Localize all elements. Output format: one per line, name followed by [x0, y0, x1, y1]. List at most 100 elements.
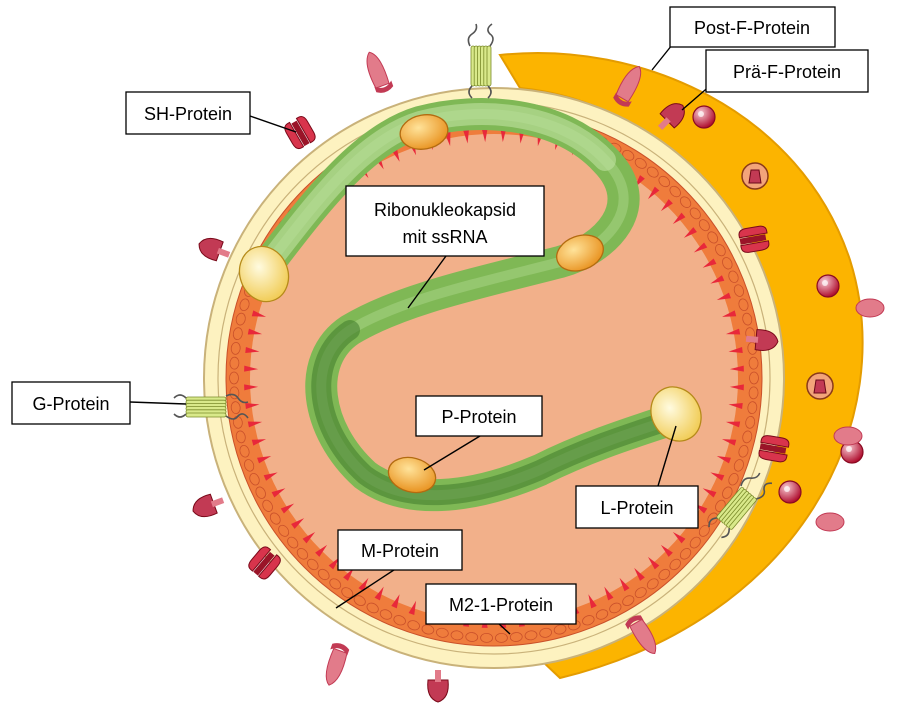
m-protein [745, 415, 756, 429]
m-protein [689, 536, 701, 549]
m-protein [679, 548, 692, 560]
post-f-body [615, 65, 642, 103]
m21-box [425, 583, 577, 625]
m-protein [239, 298, 250, 312]
m-leader [335, 565, 401, 609]
receptor-bead [692, 105, 716, 129]
m2-1-protein [725, 421, 741, 428]
m2-1-protein [358, 577, 369, 592]
g-protein-left [173, 393, 249, 420]
m2-1-protein [702, 258, 717, 268]
m-protein [738, 444, 749, 458]
p-label: P-Protein [441, 407, 516, 427]
sh-protein-core [739, 234, 767, 245]
m2-1-protein [660, 199, 673, 212]
post-f-body [629, 618, 657, 655]
m-protein [287, 536, 299, 549]
m2-1-protein [710, 275, 725, 284]
g-protein-tail [740, 472, 761, 487]
m-protein [230, 401, 241, 415]
m-protein [229, 371, 239, 385]
m-protein [679, 196, 692, 208]
m-protein [748, 386, 759, 400]
sh-leader [249, 115, 297, 133]
sh-protein-core [759, 443, 787, 454]
m2-1-protein [721, 310, 737, 317]
sh-protein-lobe [740, 240, 770, 253]
m-protein [742, 312, 753, 326]
post-f-box [669, 6, 836, 48]
prae-f-head [427, 679, 449, 703]
l-box [575, 485, 699, 529]
m-protein [407, 620, 420, 631]
m2-1-protein [374, 586, 384, 601]
post-f-body [366, 51, 390, 89]
m2-1-protein [710, 472, 725, 481]
f-protein-lower-left [192, 493, 225, 518]
post-f-bottom [325, 643, 350, 686]
m-protein [244, 459, 255, 472]
m2-1-protein [672, 531, 686, 544]
p-protein [556, 234, 604, 272]
m-protein [465, 632, 479, 642]
receptor-bead-highlight [784, 486, 790, 492]
ribo-box [345, 185, 545, 257]
m2-1-protein [463, 129, 469, 144]
m-protein [738, 298, 749, 312]
m-protein [341, 587, 354, 599]
post-f-top-right [613, 65, 642, 107]
g-protein-helix [486, 45, 492, 87]
m-protein [715, 244, 726, 257]
crescent-spike [833, 426, 863, 446]
g-protein-tail [756, 482, 773, 500]
m-protein [595, 609, 609, 620]
m-protein [582, 615, 595, 626]
m-protein [421, 624, 435, 635]
m2-1-protein [604, 586, 614, 601]
m-protein [353, 595, 366, 606]
m-protein [748, 356, 759, 370]
m2-1-protein [647, 556, 660, 570]
crescent-spike [815, 512, 845, 532]
post-f-base [330, 643, 350, 656]
m-protein [239, 444, 250, 458]
m-protein [728, 270, 739, 283]
m2-1-protein [247, 328, 263, 335]
g-protein-tail [708, 517, 717, 528]
prae-f-label: Prä-F-Protein [733, 62, 841, 82]
m-protein [232, 327, 243, 341]
m2-1-protein [721, 439, 737, 446]
m-protein [249, 473, 260, 486]
m2-1-protein [716, 292, 731, 301]
callout-labels: Post-F-Protein Prä-F-Protein SH-Protein … [11, 6, 869, 635]
m-protein [733, 284, 744, 297]
m2-1-protein [245, 403, 260, 409]
p-proteins [387, 114, 604, 494]
prae-f-stalk [210, 497, 225, 508]
m-protein [495, 632, 508, 643]
ribo-label-line1: Ribonukleokapsid [374, 200, 516, 220]
m2-1-protein [647, 186, 660, 200]
m-protein [722, 257, 733, 270]
m2-1-protein [280, 503, 295, 514]
l-protein [238, 245, 290, 303]
post-f-body [325, 647, 348, 686]
receptor-bead-highlight [846, 446, 852, 452]
prae-f-stalk [657, 117, 671, 131]
m-protein [609, 602, 622, 614]
m2-1-protein [251, 310, 267, 317]
m-protein [450, 630, 464, 641]
m2-1-protein [672, 212, 686, 225]
m2-1-protein [728, 403, 743, 409]
prae-f-stalk [216, 247, 231, 258]
m2-1-protein [660, 544, 673, 557]
p-box [415, 395, 543, 437]
sh-protein-lobe [758, 449, 788, 463]
m2-1-protein [271, 488, 286, 498]
m2-1-protein [500, 128, 507, 143]
m-protein [436, 627, 449, 638]
m2-1-protein [247, 421, 263, 428]
m-protein [379, 609, 393, 620]
m2-1-protein [693, 242, 708, 253]
